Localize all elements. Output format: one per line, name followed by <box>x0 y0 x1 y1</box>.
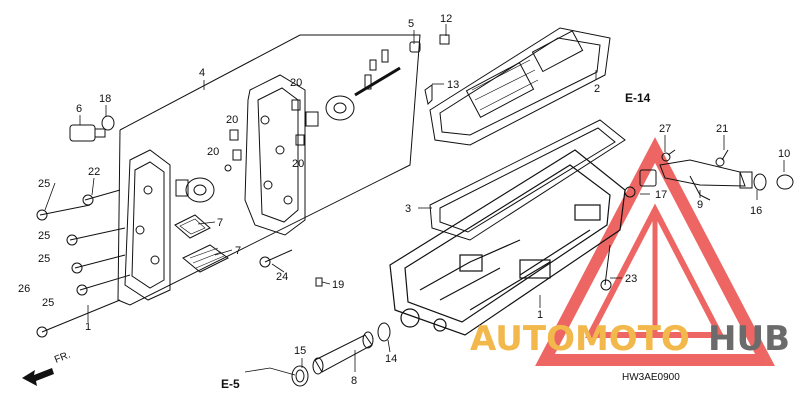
callout-16: 16 <box>750 205 762 217</box>
bolts <box>36 189 612 338</box>
callout-19: 19 <box>332 279 344 291</box>
callout-2: 2 <box>594 83 600 95</box>
callout-23: 23 <box>625 273 637 285</box>
callout-20a: 20 <box>290 77 302 89</box>
watermark-text-1: AUTOMOTO <box>470 319 690 359</box>
upper-cover-plate <box>429 27 611 146</box>
callout-24: 24 <box>276 271 288 283</box>
callout-26: 26 <box>18 283 30 295</box>
callout-20d: 20 <box>292 158 304 170</box>
callout-20c: 20 <box>207 146 219 158</box>
watermark-text-2: HUB <box>708 319 790 359</box>
callout-8: 8 <box>351 375 357 387</box>
callout-25c: 25 <box>38 253 50 265</box>
solenoid-6 <box>69 115 115 142</box>
callout-22: 22 <box>88 166 100 178</box>
leader-lines <box>44 24 785 376</box>
valve-body-frame <box>117 34 421 306</box>
oil-filters <box>174 214 229 273</box>
cover-gasket <box>429 119 626 241</box>
callout-21: 21 <box>716 123 728 135</box>
callout-10: 10 <box>778 148 790 160</box>
accumulator-parts <box>175 49 401 203</box>
ref-e14: E-14 <box>625 91 651 105</box>
callout-1: 1 <box>85 321 91 333</box>
callout-25b: 25 <box>38 230 50 242</box>
callout-9: 9 <box>697 199 703 211</box>
callout-13: 13 <box>447 79 459 91</box>
callout-18: 18 <box>99 93 111 105</box>
callout-20b: 20 <box>226 114 238 126</box>
callout-25a: 25 <box>38 178 50 190</box>
transmission-cover <box>389 149 626 336</box>
pipe-and-seals <box>291 322 391 387</box>
callout-17: 17 <box>655 189 667 201</box>
diagram-code: HW3AE0900 <box>622 372 680 383</box>
callout-6: 6 <box>76 103 82 115</box>
sensor-assembly <box>624 149 794 201</box>
callout-12: 12 <box>440 13 452 25</box>
callout-15: 15 <box>294 345 306 357</box>
watermark-logo-text: AUTOMOTO HUB <box>470 319 790 359</box>
callout-27: 27 <box>659 123 671 135</box>
callout-4: 4 <box>199 67 205 79</box>
callout-3: 3 <box>405 203 411 215</box>
callout-14: 14 <box>385 353 397 365</box>
callout-5: 5 <box>408 18 414 30</box>
valve-body-plates <box>124 74 306 301</box>
small-parts <box>315 34 450 287</box>
front-arrow-icon <box>22 368 54 386</box>
callout-7b: 7 <box>235 245 241 257</box>
front-label: FR. <box>53 350 72 366</box>
callout-7a: 7 <box>217 217 223 229</box>
callout-25d: 25 <box>42 297 54 309</box>
ref-e5: E-5 <box>221 377 240 391</box>
watermark-triangle-logo <box>535 137 775 366</box>
callout-1b: 1 <box>537 309 543 321</box>
